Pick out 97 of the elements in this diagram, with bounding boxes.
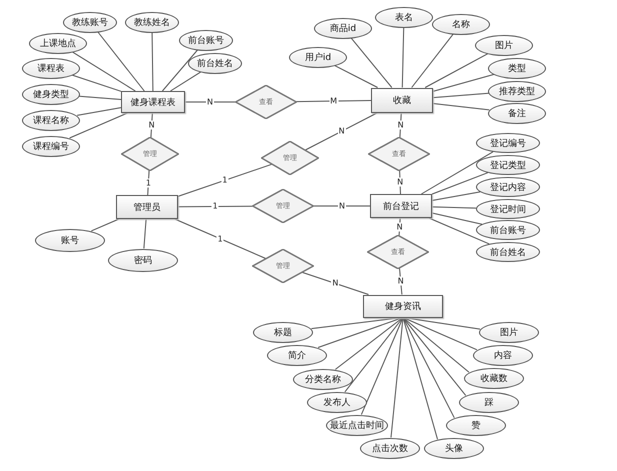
attribute-ellipse: 前台姓名 bbox=[188, 52, 242, 74]
entity-box: 健身资讯 bbox=[363, 294, 443, 318]
cardinality-label: N bbox=[396, 276, 405, 286]
connector-line bbox=[402, 317, 466, 396]
cardinality-label: M bbox=[329, 96, 338, 106]
attribute-ellipse: 登记编号 bbox=[476, 133, 540, 153]
connector-line bbox=[402, 317, 455, 418]
entity-box: 前台登记 bbox=[370, 194, 432, 218]
attribute-ellipse: 用户id bbox=[289, 46, 347, 68]
attribute-ellipse: 备注 bbox=[488, 102, 546, 124]
cardinality-label: N bbox=[396, 120, 405, 130]
attribute-ellipse: 名称 bbox=[432, 14, 490, 34]
connector-line bbox=[432, 212, 482, 225]
entity-box: 健身课程表 bbox=[121, 91, 185, 113]
connector-line bbox=[296, 100, 372, 102]
attribute-ellipse: 表名 bbox=[375, 6, 433, 28]
attribute-ellipse: 课程表 bbox=[22, 58, 80, 78]
attribute-ellipse: 类型 bbox=[488, 58, 546, 78]
cardinality-label: N bbox=[206, 98, 214, 106]
connector-line bbox=[420, 151, 494, 194]
connector-line bbox=[432, 103, 490, 110]
cardinality-label: 1 bbox=[144, 178, 152, 188]
connector-line bbox=[69, 112, 128, 138]
connector-line bbox=[78, 96, 122, 100]
connector-line bbox=[411, 34, 454, 88]
attribute-ellipse: 标题 bbox=[253, 322, 313, 342]
cardinality-label: N bbox=[148, 120, 156, 130]
attribute-ellipse: 点击次数 bbox=[360, 438, 420, 458]
attribute-ellipse: 前台姓名 bbox=[476, 242, 540, 262]
attribute-ellipse: 最近点击时间 bbox=[326, 414, 388, 436]
connector-line bbox=[178, 164, 272, 197]
cardinality-label: N bbox=[396, 222, 404, 232]
cardinality-label: N bbox=[338, 126, 346, 136]
entity-box: 收藏 bbox=[371, 88, 433, 112]
attribute-ellipse: 教练账号 bbox=[63, 12, 117, 32]
attribute-ellipse: 简介 bbox=[267, 344, 327, 366]
attribute-ellipse: 踩 bbox=[459, 392, 519, 412]
connector-line bbox=[424, 53, 488, 88]
connector-line bbox=[174, 218, 266, 259]
connector-line bbox=[402, 27, 404, 88]
attribute-ellipse: 上课地点 bbox=[29, 32, 87, 54]
connector-line bbox=[90, 218, 120, 232]
connector-line bbox=[304, 112, 378, 150]
attribute-ellipse: 账号 bbox=[35, 228, 105, 252]
attribute-ellipse: 登记内容 bbox=[476, 177, 540, 197]
cardinality-label: 1 bbox=[221, 176, 228, 185]
attribute-ellipse: 图片 bbox=[475, 34, 533, 56]
attribute-ellipse: 图片 bbox=[479, 322, 539, 342]
cardinality-label: 1 bbox=[216, 234, 224, 244]
connector-line bbox=[302, 272, 369, 295]
cardinality-label: N bbox=[331, 278, 340, 288]
connector-line bbox=[402, 317, 438, 440]
connector-line bbox=[152, 32, 154, 92]
attribute-ellipse: 登记时间 bbox=[476, 199, 540, 219]
attribute-ellipse: 内容 bbox=[473, 344, 533, 366]
connector-line bbox=[402, 317, 470, 373]
attribute-ellipse: 前台账号 bbox=[179, 30, 233, 50]
cardinality-label: N bbox=[396, 178, 404, 187]
connector-line bbox=[390, 317, 404, 438]
attribute-ellipse: 前台账号 bbox=[476, 220, 540, 240]
attribute-ellipse: 推荐类型 bbox=[488, 80, 546, 102]
attribute-ellipse: 收藏数 bbox=[464, 368, 524, 388]
connector-line bbox=[350, 38, 392, 88]
cardinality-label: N bbox=[338, 202, 346, 210]
connector-line bbox=[162, 50, 198, 92]
connector-line bbox=[76, 107, 122, 116]
attribute-ellipse: 教练姓名 bbox=[125, 12, 179, 32]
connector-line bbox=[344, 317, 404, 392]
connector-line bbox=[170, 71, 202, 92]
attribute-ellipse: 分类名称 bbox=[293, 368, 353, 390]
attribute-ellipse: 头像 bbox=[424, 438, 484, 458]
connector-line bbox=[334, 317, 404, 370]
connector-line bbox=[72, 52, 136, 92]
connector-line bbox=[432, 172, 488, 195]
connector-line bbox=[432, 191, 481, 201]
attribute-ellipse: 发布人 bbox=[307, 392, 367, 412]
attribute-ellipse: 商品id bbox=[314, 18, 372, 38]
connector-line bbox=[318, 317, 404, 348]
connector-line bbox=[72, 74, 122, 92]
entity-box: 管理员 bbox=[116, 195, 178, 219]
attribute-ellipse: 课程名称 bbox=[22, 110, 80, 130]
connector-line bbox=[432, 206, 477, 209]
connector-line bbox=[432, 74, 494, 92]
attribute-ellipse: 赞 bbox=[446, 414, 506, 436]
connector-line bbox=[398, 218, 401, 236]
attribute-ellipse: 健身类型 bbox=[22, 84, 80, 104]
attribute-ellipse: 登记类型 bbox=[476, 155, 540, 175]
connector-line bbox=[360, 317, 404, 416]
attribute-ellipse: 密码 bbox=[108, 248, 178, 272]
connector-line bbox=[143, 218, 147, 249]
connector-line bbox=[178, 206, 253, 208]
attribute-ellipse: 课程编号 bbox=[22, 136, 80, 156]
connector-line bbox=[150, 112, 153, 138]
connector-line bbox=[97, 32, 145, 92]
connector-line bbox=[402, 317, 478, 350]
cardinality-label: 1 bbox=[212, 202, 219, 211]
connector-line bbox=[432, 92, 490, 98]
